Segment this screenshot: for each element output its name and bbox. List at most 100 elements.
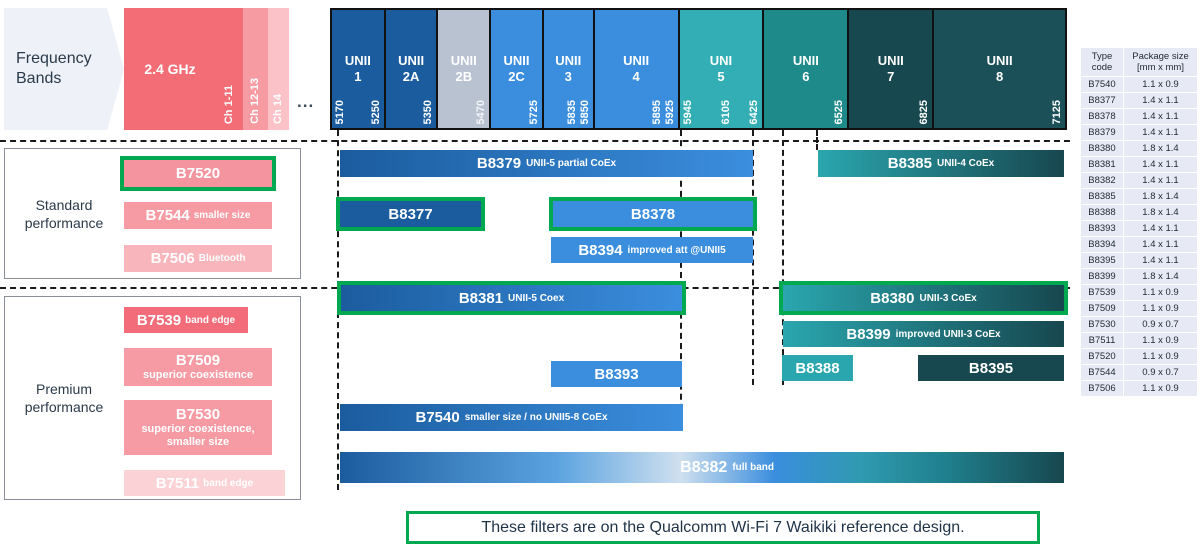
table-cell-package-size: 0.9 x 0.7 [1123, 316, 1198, 333]
part-b7539-sub: band edge [185, 314, 236, 326]
filter-bar-b8378[interactable]: B8378 [549, 197, 757, 231]
band-unii-1-name: UNII [344, 53, 371, 68]
table-header-code: code [1091, 62, 1113, 73]
part-b7511[interactable]: B7511 band edge [124, 470, 285, 496]
band-unii-4-left-freq: 5895 [650, 99, 663, 124]
table-header-type-code: Type code [1080, 47, 1124, 77]
table-cell-package-size: 1.1 x 0.9 [1123, 380, 1198, 397]
band-uni-5-mid-freq: 6105 [720, 99, 733, 124]
guide-line-5170 [337, 130, 339, 490]
filter-b8381-code: B8381 [458, 289, 504, 307]
caption-box: These filters are on the Qualcomm Wi-Fi … [406, 511, 1040, 544]
band-cell-ch-14: Ch 14 [268, 8, 289, 130]
band-unii-4-name: UNII [623, 53, 650, 68]
band-uni-5-num: 5 [717, 69, 725, 84]
filter-bar-b8395[interactable]: B8395 [918, 355, 1064, 381]
table-cell-package-size: 1.4 x 1.1 [1123, 172, 1198, 189]
part-b7506[interactable]: B7506 Bluetooth [124, 245, 272, 272]
category-label-standard: Standard performance [16, 196, 112, 232]
band-cell-ch-12-13: Ch 12-13 [243, 8, 268, 130]
part-b7506-sub: Bluetooth [198, 253, 246, 264]
band-unii-8-name: UNII [986, 53, 1013, 68]
part-b7544[interactable]: B7544 smaller size [124, 202, 272, 229]
filter-b7540-sub: smaller size / no UNII5-8 CoEx [464, 412, 608, 423]
guide-line-5945 [782, 130, 784, 385]
part-b7509-sub: superior coexistence [142, 369, 254, 381]
table-header-package: Package size [1132, 51, 1189, 62]
filter-b8381-sub: UNII-5 Coex [508, 292, 565, 304]
band-unii-2a-right-freq: 5350 [422, 99, 435, 124]
filter-bar-b8393[interactable]: B8393 [551, 361, 682, 387]
table-cell-type-code: B8379 [1080, 124, 1124, 141]
table-cell-package-size: 1.4 x 1.1 [1123, 124, 1198, 141]
part-b7506-code: B7506 [150, 250, 195, 267]
part-b7520[interactable]: B7520 [120, 156, 276, 191]
band-unii-1-num: 1 [354, 69, 362, 84]
band-unii-4-num: 4 [632, 69, 640, 84]
filter-bar-b8380[interactable]: B8380 UNII-3 CoEx [779, 281, 1068, 315]
table-cell-package-size: 1.1 x 0.9 [1123, 300, 1198, 317]
ellipsis-text: ... [297, 92, 315, 111]
filter-b8395-code: B8395 [968, 359, 1014, 377]
part-b7539[interactable]: B7539 band edge [124, 307, 248, 333]
table-cell-package-size: 1.4 x 1.1 [1123, 108, 1198, 125]
table-cell-type-code: B8393 [1080, 220, 1124, 237]
band-unii-2c-name: UNII [503, 53, 530, 68]
table-cell-package-size: 1.1 x 0.9 [1123, 332, 1198, 349]
table-cell-package-size: 0.9 x 0.7 [1123, 364, 1198, 381]
part-b7511-sub: band edge [203, 477, 254, 489]
table-cell-type-code: B8394 [1080, 236, 1124, 253]
band-unii-3-left-freq: 5835 [565, 99, 578, 124]
table-cell-type-code: B7509 [1080, 300, 1124, 317]
filter-bar-b8399[interactable]: B8399 improved UNII-3 CoEx [783, 321, 1064, 347]
filter-bar-b8381[interactable]: B8381 UNII-5 Coex [337, 281, 686, 315]
part-b7509[interactable]: B7509 superior coexistence [124, 348, 272, 386]
filter-bar-b8388[interactable]: B8388 [782, 355, 853, 381]
filter-b8385-code: B8385 [887, 155, 932, 172]
band-cell-ch-1-11: Ch 1-11 [216, 8, 243, 130]
band-cell-2-4ghz-main: 2.4 GHz [124, 8, 216, 130]
table-cell-package-size: 1.8 x 1.4 [1123, 204, 1198, 221]
band-unii-3-name: UNII [555, 53, 582, 68]
table-cell-type-code: B8380 [1080, 140, 1124, 157]
filter-bar-b8382[interactable]: B8382 full band [340, 452, 1064, 483]
table-header-units: [mm x mm] [1137, 62, 1184, 73]
filter-bar-b8394[interactable]: B8394 improved att @UNII5 [551, 237, 753, 263]
table-cell-package-size: 1.4 x 1.1 [1123, 156, 1198, 173]
filter-bar-b8385[interactable]: B8385 UNII-4 CoEx [818, 150, 1064, 177]
band-unii-2b-name: UNII [450, 53, 477, 68]
band-unii-2c-right-freq: 5725 [527, 99, 540, 124]
band-unii-2b-num: 2B [455, 69, 473, 84]
table-cell-type-code: B7506 [1080, 380, 1124, 397]
guide-line-6105 [816, 130, 818, 150]
band-unii-3-num: 3 [564, 69, 572, 84]
table-cell-type-code: B7511 [1080, 332, 1124, 349]
band-unii-6-name: UNII [792, 53, 819, 68]
band-unii-2a-num: 2A [402, 69, 420, 84]
band-unii-2c-num: 2C [508, 69, 525, 84]
filter-b8385-sub: UNII-4 CoEx [936, 158, 995, 169]
band-uni-5-name: UNI [709, 53, 733, 68]
table-cell-type-code: B8382 [1080, 172, 1124, 189]
band-unii-1-right-freq: 5250 [369, 99, 382, 124]
filter-bar-b7540[interactable]: B7540 smaller size / no UNII5-8 CoEx [340, 404, 683, 431]
filter-b8382-sub: full band [732, 462, 774, 473]
filter-bar-b8379[interactable]: B8379 UNII-5 partial CoEx [340, 150, 753, 177]
part-b7530[interactable]: B7530 superior coexistence, smaller size [124, 400, 272, 455]
filter-bar-b8377[interactable]: B8377 [336, 197, 485, 231]
